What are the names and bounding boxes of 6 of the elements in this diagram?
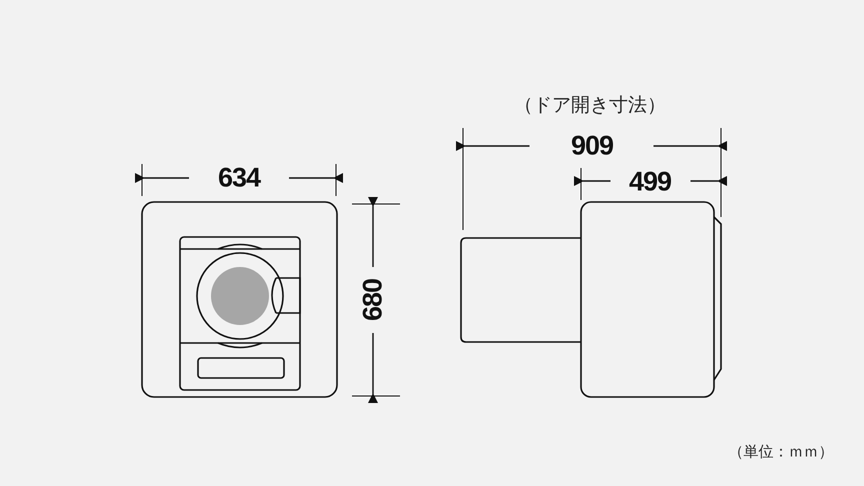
dimension-value: 909 bbox=[570, 130, 614, 162]
dimension-value: 499 bbox=[628, 166, 672, 198]
view-note: （ドア開き寸法） bbox=[514, 93, 666, 118]
dimension-value: 634 bbox=[218, 162, 260, 194]
dimension-value: 680 bbox=[358, 278, 388, 322]
unit-note: （単位：ｍｍ） bbox=[728, 442, 834, 462]
